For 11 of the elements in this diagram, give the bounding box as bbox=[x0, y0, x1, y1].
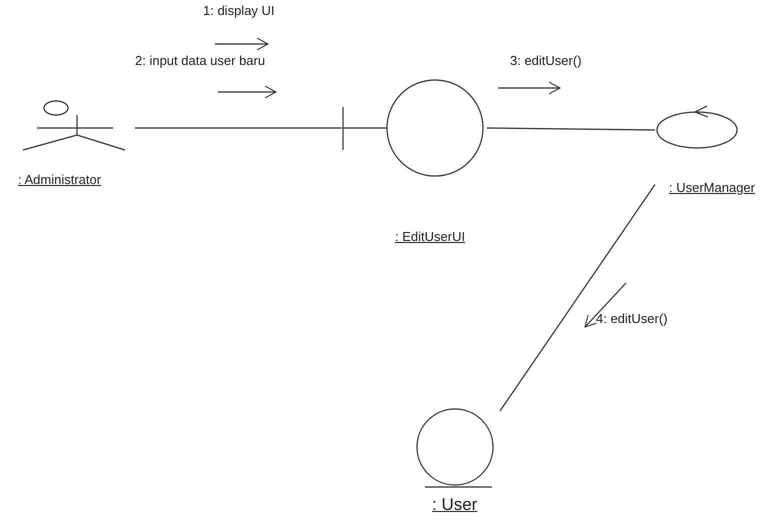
association-line bbox=[500, 184, 656, 412]
object-name: : Administrator bbox=[18, 172, 102, 187]
object-name: : User bbox=[432, 495, 478, 515]
object-name: : UserManager bbox=[669, 180, 755, 195]
message-label: 4: editUser() bbox=[596, 311, 668, 326]
association-line bbox=[135, 127, 342, 129]
object-name: : EditUserUI bbox=[395, 229, 466, 244]
association-line bbox=[487, 127, 655, 131]
message-label: 1: display UI bbox=[203, 3, 275, 18]
message-label: 3: editUser() bbox=[510, 53, 582, 68]
message-label: 2: input data user baru bbox=[135, 53, 266, 68]
